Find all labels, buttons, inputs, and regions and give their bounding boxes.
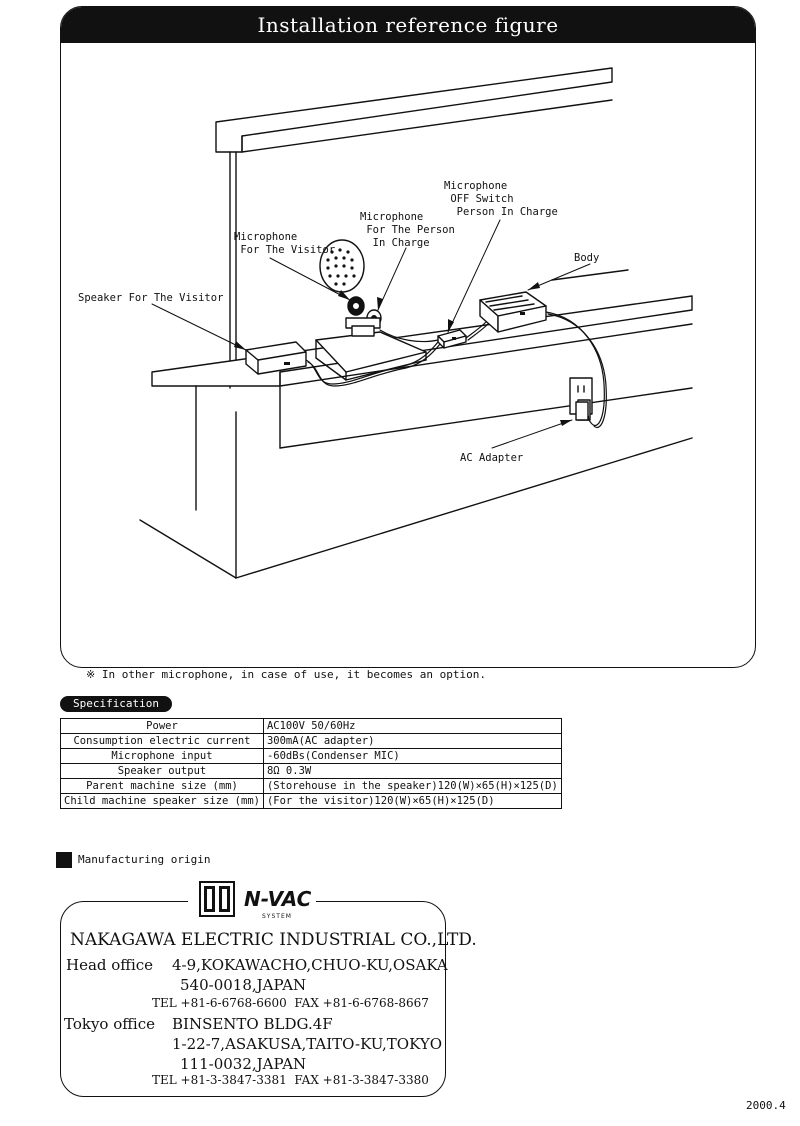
specification-title: Specification	[60, 696, 172, 712]
specification-table: Power AC100V 50/60Hz Consumption electri…	[60, 718, 562, 809]
label-ac-adapter: AC Adapter	[460, 452, 524, 464]
arrowheads	[234, 282, 572, 426]
address-box	[60, 901, 446, 1097]
installation-figure-panel: Installation reference figure	[60, 6, 756, 668]
head-office-tel-fax: TEL +81-6-6768-6600 FAX +81-6-6768-8667	[152, 996, 429, 1010]
company-name: NAKAGAWA ELECTRIC INDUSTRIAL CO.,LTD.	[70, 930, 477, 950]
label-microphone-off-switch: Microphone OFF Switch Person In Charge	[444, 180, 558, 218]
spec-value: 8Ω 0.3W	[262, 763, 562, 779]
tokyo-office-building: BINSENTO BLDG.4F	[172, 1015, 333, 1033]
manufacturing-origin-heading: Manufacturing origin	[56, 852, 210, 868]
table-row: Consumption electric current 300mA(AC ad…	[60, 733, 562, 749]
spec-key: Microphone input	[60, 748, 264, 764]
document-date: 2000.4	[746, 1099, 786, 1112]
head-office-postal: 540-0018,JAPAN	[180, 976, 307, 994]
label-speaker-for-visitor: Speaker For The Visitor	[78, 292, 224, 304]
table-row: Child machine speaker size (mm) (For the…	[60, 793, 562, 809]
head-office-label: Head office	[66, 956, 154, 974]
upper-beam	[215, 67, 613, 389]
tokyo-office-address: 1-22-7,ASAKUSA,TAITO-KU,TOKYO	[172, 1035, 443, 1053]
spec-value: AC100V 50/60Hz	[262, 718, 562, 734]
label-body: Body	[574, 252, 600, 264]
figure-title: Installation reference figure	[61, 7, 755, 43]
spec-value: (Storehouse in the speaker)120(W)×65(H)×…	[262, 778, 562, 794]
spec-key: Consumption electric current	[60, 733, 264, 749]
tokyo-office-tel-fax: TEL +81-3-3847-3381 FAX +81-3-3847-3380	[152, 1073, 429, 1087]
option-note: ※ In other microphone, in case of use, i…	[86, 668, 486, 681]
spec-value: 300mA(AC adapter)	[262, 733, 562, 749]
tokyo-office-label: Tokyo office	[64, 1015, 155, 1033]
spec-key: Parent machine size (mm)	[60, 778, 264, 794]
company-logo: N-VAC SYSTEM	[188, 878, 316, 922]
spec-key: Power	[60, 718, 264, 734]
spec-key: Speaker output	[60, 763, 264, 779]
tokyo-office-postal: 111-0032,JAPAN	[180, 1055, 307, 1073]
table-row: Power AC100V 50/60Hz	[60, 718, 562, 734]
installation-illustration	[139, 67, 693, 579]
table-row: Microphone input -60dBs(Condenser MIC)	[60, 748, 562, 764]
microphone-stand	[345, 296, 382, 337]
body-unit	[479, 291, 547, 333]
spec-value: (For the visitor)120(W)×65(H)×125(D)	[262, 793, 562, 809]
visitor-speaker	[245, 341, 307, 375]
table-row: Speaker output 8Ω 0.3W	[60, 763, 562, 779]
counter	[139, 269, 693, 579]
manufacturing-origin-label: Manufacturing origin	[78, 853, 211, 866]
spec-value: -60dBs(Condenser MIC)	[262, 748, 562, 764]
logo-subtitle: SYSTEM	[262, 913, 292, 920]
cables	[305, 311, 607, 428]
table-row: Parent machine size (mm) (Storehouse in …	[60, 778, 562, 794]
wall-outlet	[569, 377, 593, 421]
head-office-address: 4-9,KOKAWACHO,CHUO-KU,OSAKA	[172, 956, 448, 974]
square-bullet-icon	[56, 852, 72, 868]
mic-off-switch	[437, 329, 467, 349]
label-microphone-for-visitor: Microphone For The Visitor	[234, 231, 336, 256]
n-vac-logo-mark: N-VAC SYSTEM	[199, 881, 312, 920]
spec-key: Child machine speaker size (mm)	[60, 793, 264, 809]
logo-wordmark: N-VAC	[244, 887, 312, 911]
label-microphone-for-person: Microphone For The Person In Charge	[360, 211, 455, 249]
